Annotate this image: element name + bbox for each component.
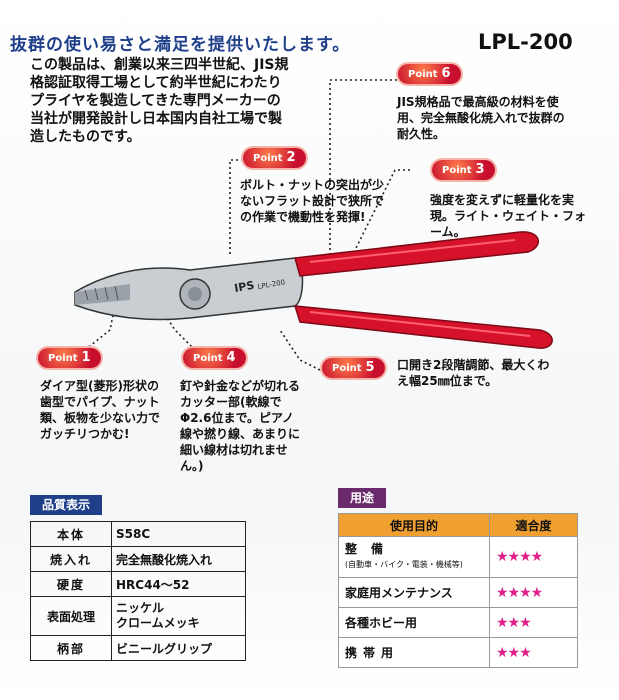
tool-brand-mark: IPS <box>233 279 255 295</box>
rating-stars: ★★★ <box>489 637 578 668</box>
usage-table: 使用目的適合度 整備 (自動車・バイク・電装・機械等) ★★★★ 家庭用メンテナ… <box>338 513 578 668</box>
point-2-text: ボルト・ナットの突出が少ないフラット設計で狭所での作業で機動性を発揮! <box>240 178 385 224</box>
rating-stars: ★★★ <box>489 607 578 638</box>
table-row: 表面処理ニッケル クロームメッキ <box>30 596 246 636</box>
point-5-text: 口開き2段階調節、最大くわえ幅25㎜位まで。 <box>397 358 550 388</box>
usage-title: 用途 <box>338 488 387 508</box>
model-number: LPL-200 <box>478 30 573 54</box>
point-1-text: ダイア型(菱形)形状の歯型でパイプ、ナット類、板物を少ない力でガッチリつかむ! <box>40 379 161 441</box>
point-badge-word: Point <box>48 353 78 364</box>
spec-title: 品質表示 <box>30 495 103 515</box>
rating-stars: ★★★★ <box>489 536 578 578</box>
table-row: 整備 (自動車・バイク・電装・機械等) ★★★★ <box>338 536 578 578</box>
intro-text: この製品は、創業以来三四半世紀、JIS規格認証取得工場として約半世紀にわたりプラ… <box>30 57 289 145</box>
table-header-row: 使用目的適合度 <box>338 513 578 537</box>
point-3-text: 強度を変えずに軽量化を実現。ライト・ウェイト・フォーム。 <box>430 193 587 239</box>
usage-note: (自動車・バイク・電装・機械等) <box>345 560 463 569</box>
table-row: 焼入れ完全無酸化焼入れ <box>30 546 246 572</box>
rating-stars: ★★★★ <box>489 577 578 608</box>
table-row: 携帯用★★★ <box>338 637 578 668</box>
headline: 抜群の使い易さと満足を提供いたします。 <box>10 35 351 55</box>
table-row: 柄部ビニールグリップ <box>30 635 246 661</box>
usage-purpose: 各種ホビー用 <box>338 607 490 638</box>
usage-purpose: 家庭用メンテナンス <box>338 577 490 608</box>
point-4-text: 釘や針金などが切れるカッター部(軟線でΦ2.6位まで。ピアノ線や撚り線、あまりに… <box>180 379 301 473</box>
usage-purpose: 携帯用 <box>338 637 490 668</box>
table-row: 各種ホビー用★★★ <box>338 607 578 638</box>
table-row: 家庭用メンテナンス★★★★ <box>338 577 578 608</box>
usage-purpose: 整備 <box>345 542 398 556</box>
point-6-text: JIS規格品で最高級の材料を使用、完全無酸化焼入れで抜群の耐久性。 <box>397 95 565 141</box>
